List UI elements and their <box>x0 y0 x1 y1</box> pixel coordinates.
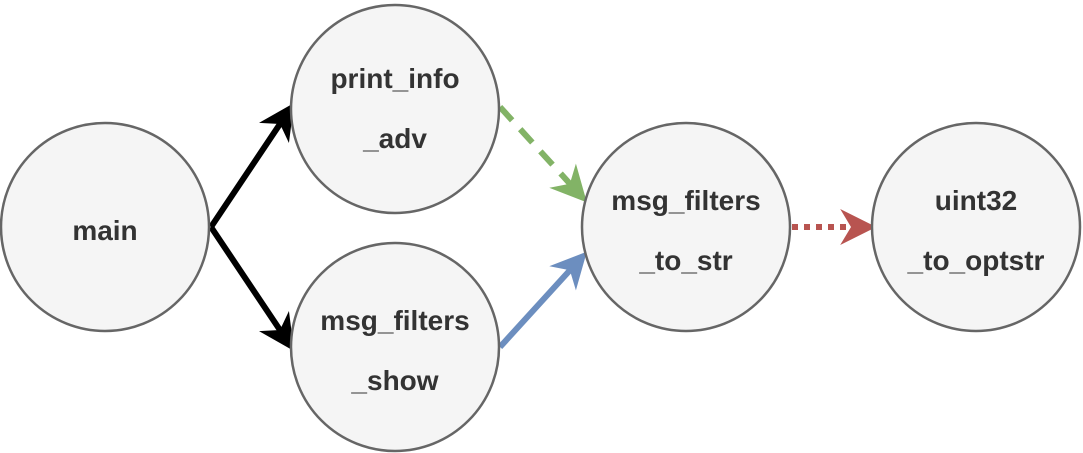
node-uint32-to-optstr: uint32 _to_optstr <box>870 121 1082 333</box>
edges <box>208 103 877 351</box>
node-uint32-to-optstr-circle <box>870 121 1082 333</box>
node-main-label: main <box>72 215 137 246</box>
node-uint32-to-optstr-label-line2: _to_optstr <box>907 245 1045 276</box>
node-print-info-adv: print_info _adv <box>289 3 501 215</box>
node-main-circle <box>0 121 211 333</box>
node-msg-filters-to-str-label-line1: msg_filters <box>611 185 760 216</box>
node-msg-filters-to-str: msg_filters _to_str <box>580 121 792 333</box>
edge-print-info-adv-to-msg-filters-to-str <box>497 104 587 203</box>
node-print-info-adv-label-line1: print_info <box>330 63 459 94</box>
node-msg-filters-show-label-line1: msg_filters <box>320 305 469 336</box>
node-print-info-adv-label-line2: _adv <box>362 123 427 154</box>
edge-main-to-msg-filters-show <box>208 225 295 351</box>
node-uint32-to-optstr-label-line1: uint32 <box>935 185 1017 216</box>
node-msg-filters-show-label-line2: _show <box>350 365 438 396</box>
edge-msg-filters-show-to-msg-filters-to-str <box>497 251 587 350</box>
node-main: main <box>0 121 211 333</box>
node-print-info-adv-circle <box>289 3 501 215</box>
node-msg-filters-to-str-label-line2: _to_str <box>638 245 732 276</box>
edge-main-to-print-info-adv <box>208 103 295 229</box>
node-msg-filters-to-str-circle <box>580 121 792 333</box>
node-msg-filters-show: msg_filters _show <box>289 241 501 453</box>
node-msg-filters-show-circle <box>289 241 501 453</box>
